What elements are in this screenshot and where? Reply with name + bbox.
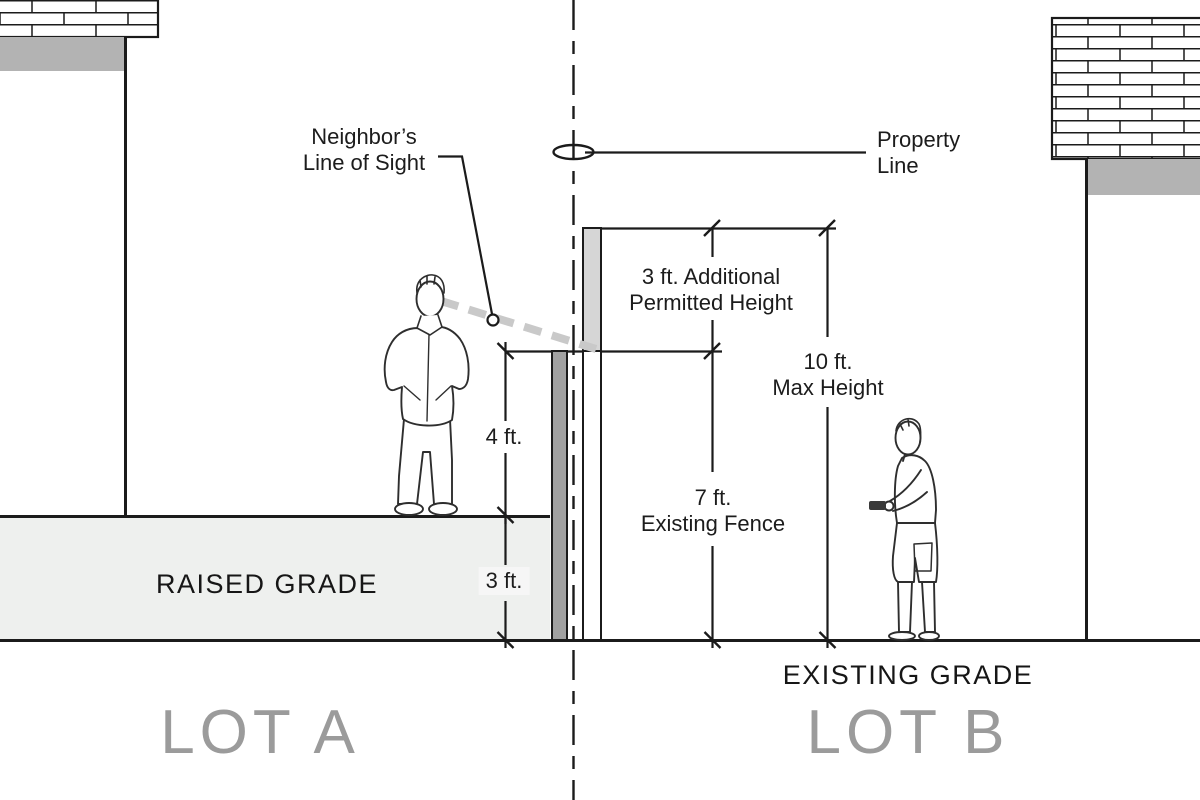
building-left-fascia bbox=[0, 37, 125, 71]
dimension-4ft-label: 4 ft. bbox=[485, 424, 523, 449]
additional-height-label-line2: Permitted Height bbox=[629, 290, 793, 315]
building-left bbox=[0, 0, 160, 516]
raised-grade-label: RAISED GRADE bbox=[155, 569, 379, 599]
fence-group bbox=[551, 227, 602, 641]
dimension-lines bbox=[496, 219, 837, 649]
raised-grade-fill bbox=[0, 516, 550, 640]
property-line-label-line1: Property bbox=[877, 127, 961, 152]
neighbor-sight-label-line2: Line of Sight bbox=[302, 150, 426, 175]
max-height-label: 10 ft. Max Height bbox=[772, 349, 883, 401]
sight-point-marker bbox=[486, 313, 500, 327]
existing-fence-label-line2: Existing Fence bbox=[640, 511, 786, 536]
property-line-group bbox=[552, 0, 866, 800]
existing-fence-label-line1: 7 ft. bbox=[694, 485, 732, 510]
existing-fence bbox=[582, 350, 602, 641]
neighbor-sight-label-line1: Neighbor’s bbox=[311, 124, 417, 149]
property-line-label: Property Line bbox=[877, 127, 960, 179]
additional-height-label: 3 ft. Additional Permitted Height bbox=[629, 264, 793, 316]
lot-b-label: LOT B bbox=[806, 698, 1010, 767]
person-lot-b bbox=[869, 417, 940, 641]
existing-grade-label: EXISTING GRADE bbox=[782, 660, 1034, 690]
dimension-3ft-label: 3 ft. bbox=[478, 567, 530, 595]
property-line-label-line2: Line bbox=[877, 153, 919, 178]
building-right-fascia bbox=[1086, 159, 1200, 195]
additional-height-label-line1: 3 ft. Additional bbox=[641, 264, 781, 289]
existing-fence-label: 7 ft. Existing Fence bbox=[641, 485, 785, 537]
person-lot-a bbox=[383, 274, 470, 516]
neighbor-sight-label: Neighbor’s Line of Sight bbox=[303, 124, 425, 176]
additional-height-fence-section bbox=[582, 227, 602, 352]
max-height-label-line2: Max Height bbox=[772, 375, 884, 400]
lot-a-label: LOT A bbox=[160, 698, 360, 767]
max-height-label-line1: 10 ft. bbox=[803, 349, 853, 374]
fence-lot-a-side bbox=[551, 350, 568, 641]
sight-leader bbox=[438, 155, 500, 327]
building-right bbox=[1050, 16, 1200, 641]
